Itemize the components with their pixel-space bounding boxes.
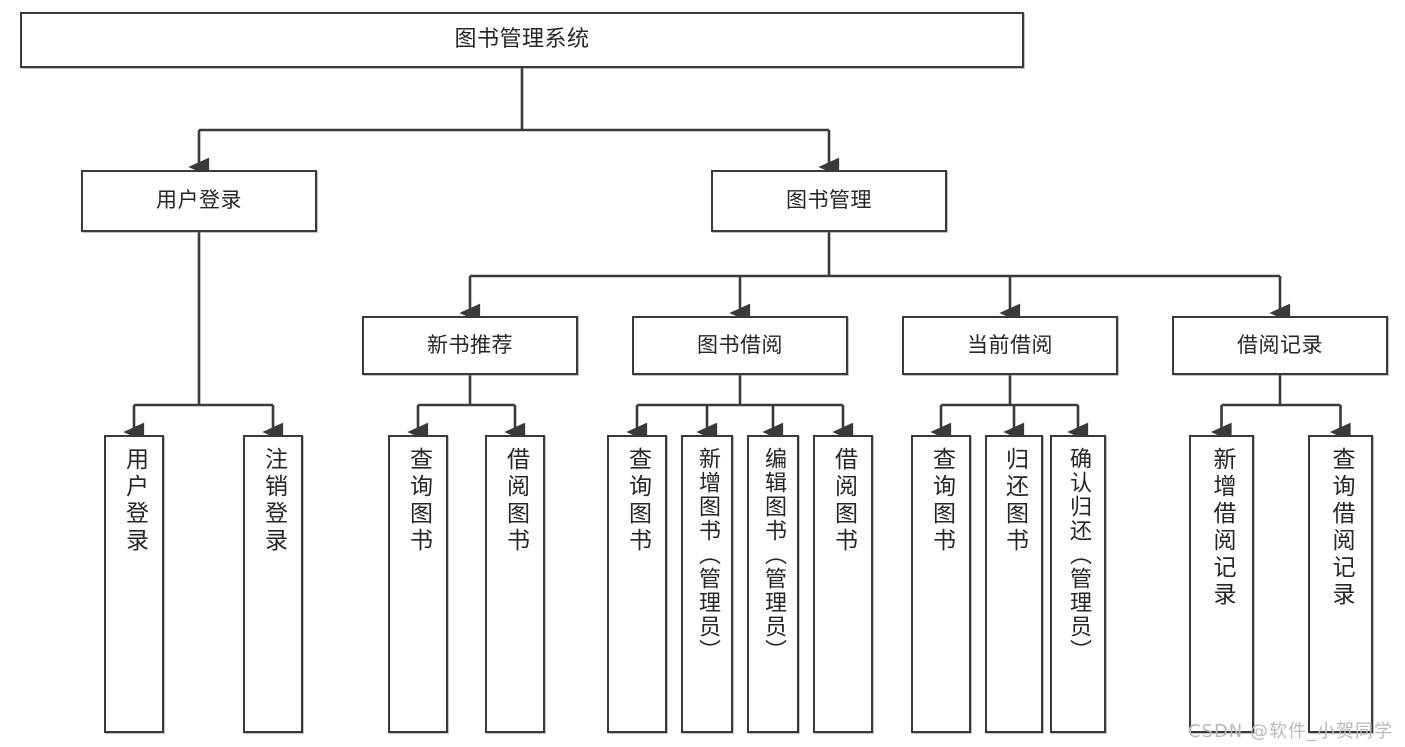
node-label: 新书推荐 [427,332,513,357]
node-l-nb-borrow[interactable]: 借阅图书 [485,435,545,733]
node-label: 借阅图书 [502,447,529,555]
node-label: 确认归还（管理员） [1066,447,1091,663]
node-l-bw-add[interactable]: 新增图书（管理员） [681,435,733,733]
node-newbook[interactable]: 新书推荐 [362,316,578,375]
node-l-login[interactable]: 用户登录 [104,435,164,733]
node-label: 借阅图书 [830,447,857,555]
node-l-bw-query[interactable]: 查询图书 [607,435,667,733]
node-label: 新增图书（管理员） [695,447,720,663]
node-label: 图书管理系统 [454,26,590,52]
node-l-rc-add[interactable]: 新增借阅记录 [1189,435,1254,733]
node-label: 新增借阅记录 [1209,447,1235,609]
node-records[interactable]: 借阅记录 [1172,316,1388,375]
node-l-logout[interactable]: 注销登录 [243,435,303,733]
node-label: 借阅记录 [1237,332,1323,357]
node-label: 查询图书 [928,447,955,555]
node-label: 用户登录 [156,188,242,213]
node-current[interactable]: 当前借阅 [902,316,1118,375]
node-label: 注销登录 [260,447,287,555]
node-label: 编辑图书（管理员） [761,447,786,663]
node-label: 当前借阅 [967,332,1053,357]
node-label: 用户登录 [121,447,148,555]
node-l-rc-query[interactable]: 查询借阅记录 [1308,435,1373,733]
node-l-cu-return[interactable]: 归还图书 [985,435,1043,733]
node-label: 查询图书 [405,447,432,555]
node-label: 图书借阅 [697,332,783,357]
node-l-nb-query[interactable]: 查询图书 [388,435,448,733]
node-label: 查询借阅记录 [1328,447,1354,609]
node-label: 图书管理 [786,188,872,213]
watermark-text: CSDN @软件_小贺同学 [1187,721,1393,742]
node-label: 归还图书 [1001,447,1028,555]
node-l-cu-confirm[interactable]: 确认归还（管理员） [1050,435,1106,733]
node-label: 查询图书 [624,447,651,555]
node-login[interactable]: 用户登录 [81,170,317,232]
node-l-bw-edit[interactable]: 编辑图书（管理员） [747,435,799,733]
node-borrow[interactable]: 图书借阅 [632,316,848,375]
node-l-bw-lend[interactable]: 借阅图书 [813,435,873,733]
node-root[interactable]: 图书管理系统 [20,12,1024,68]
node-l-cu-query[interactable]: 查询图书 [911,435,971,733]
node-bookmgmt[interactable]: 图书管理 [711,170,947,232]
